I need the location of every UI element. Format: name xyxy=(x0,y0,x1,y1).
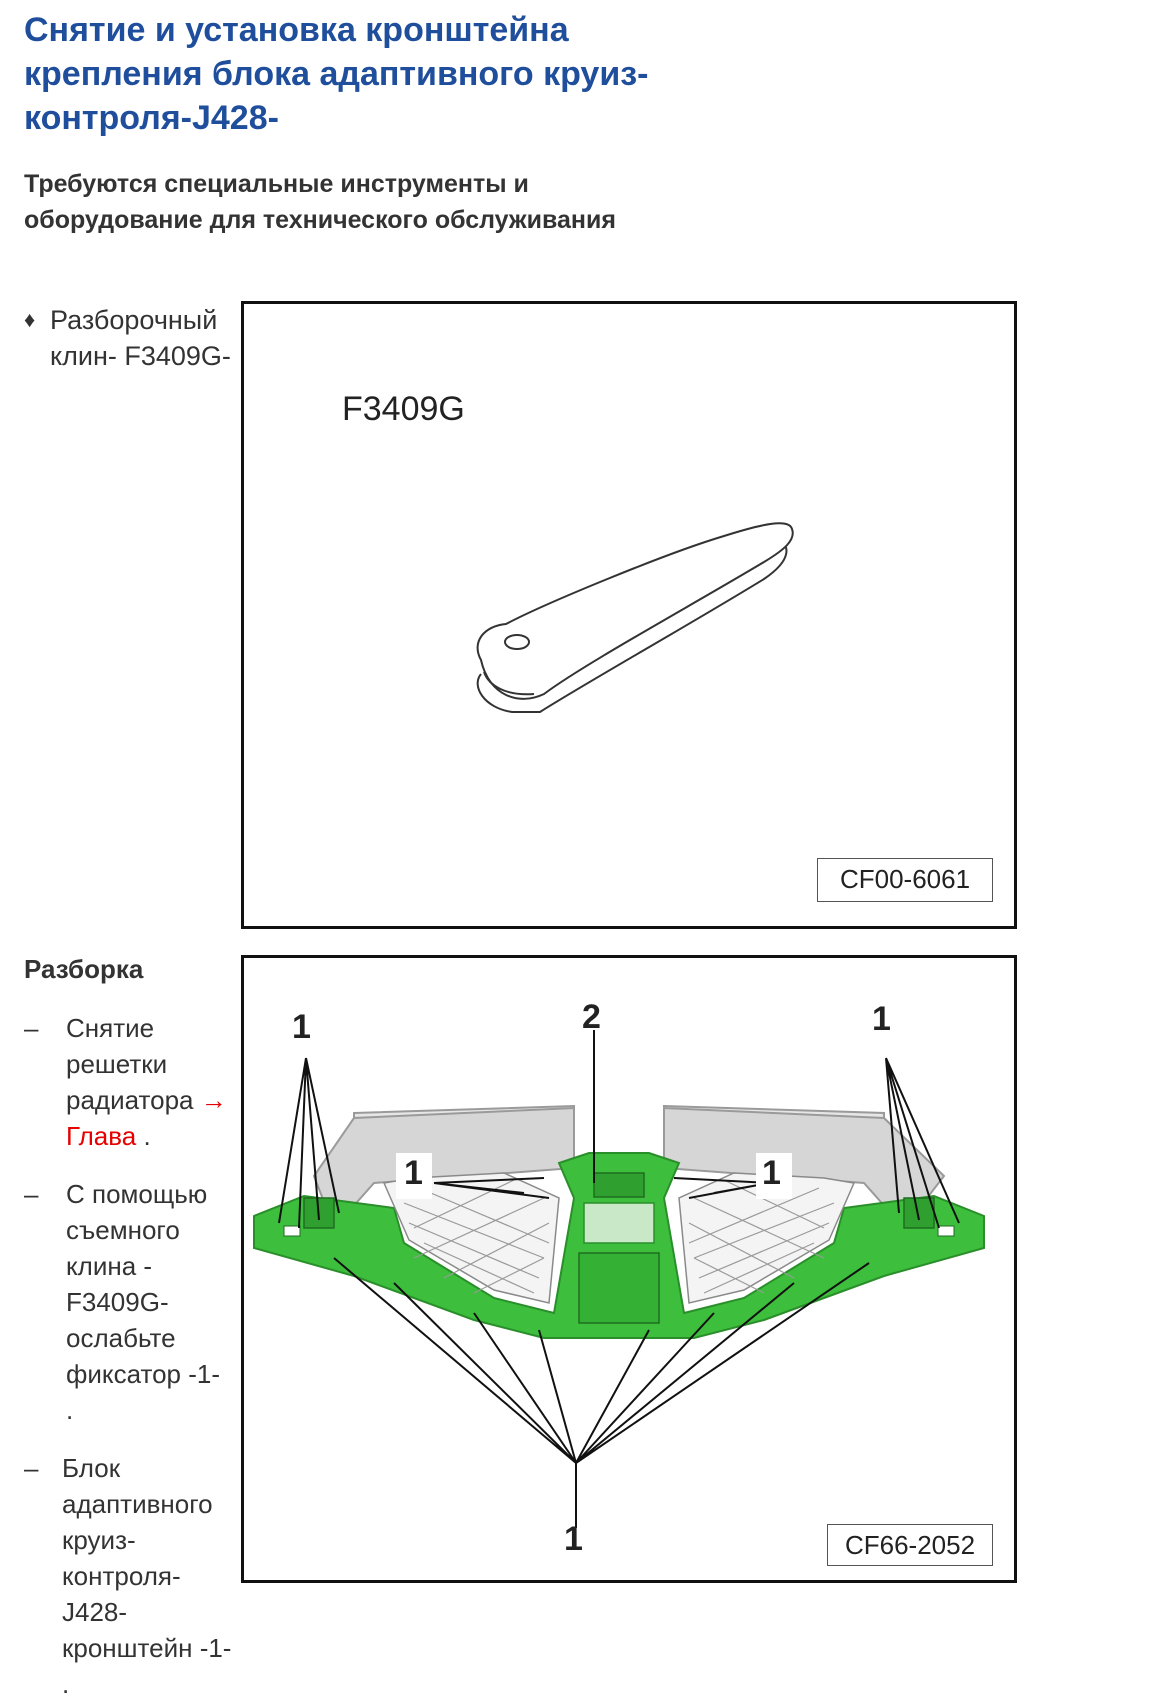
wedge-tool-drawing xyxy=(476,522,794,713)
diamond-bullet-icon: ♦ xyxy=(24,307,36,332)
figure-code: CF00-6061 xyxy=(817,858,993,902)
callout-label: 2 xyxy=(582,998,601,1036)
step-text: С помощью съемного клина - F3409G- ослаб… xyxy=(66,1179,221,1425)
tool-label: F3409G xyxy=(342,390,465,428)
callout-label: 1 xyxy=(564,1520,583,1558)
tool-figure: F3409G CF00-6061 xyxy=(241,301,1017,929)
dash-bullet: – xyxy=(24,1453,39,1483)
callout-label: 1 xyxy=(872,1000,891,1038)
step-text: Снятие решетки радиатора xyxy=(66,1013,194,1115)
step-item: – Блок адаптивного круиз- контроля- J428… xyxy=(24,1450,234,1702)
callout-label: 1 xyxy=(292,1008,311,1046)
step-text: Блок адаптивного круиз- контроля- J428- … xyxy=(62,1453,232,1699)
step-text-end: . xyxy=(136,1121,151,1151)
tool-name: Разборочный клин- F3409G- xyxy=(50,305,231,371)
dash-bullet: – xyxy=(24,1013,39,1043)
callout-label: 1 xyxy=(404,1154,423,1192)
step-list: – Снятие решетки радиатора → Глава . – С… xyxy=(24,1010,234,1702)
step-item: – С помощью съемного клина - F3409G- осл… xyxy=(24,1176,234,1428)
tool-list-item: ♦ Разборочный клин- F3409G- xyxy=(24,302,234,374)
bracket-figure: 1 2 1 1 1 1 CF66-2052 xyxy=(241,955,1017,1583)
callout-label: 1 xyxy=(762,1154,781,1192)
grille-bracket-drawing xyxy=(253,1030,985,1528)
dash-bullet: – xyxy=(24,1179,39,1209)
section-heading: Разборка xyxy=(24,954,144,984)
figure-code: CF66-2052 xyxy=(827,1524,993,1566)
page-title: Снятие и установка кронштейна крепления … xyxy=(24,11,649,137)
step-item: – Снятие решетки радиатора → Глава . xyxy=(24,1010,234,1154)
chapter-link[interactable]: → Глава xyxy=(66,1085,227,1151)
tools-subtitle: Требуются специальные инструменты и обор… xyxy=(24,170,616,234)
